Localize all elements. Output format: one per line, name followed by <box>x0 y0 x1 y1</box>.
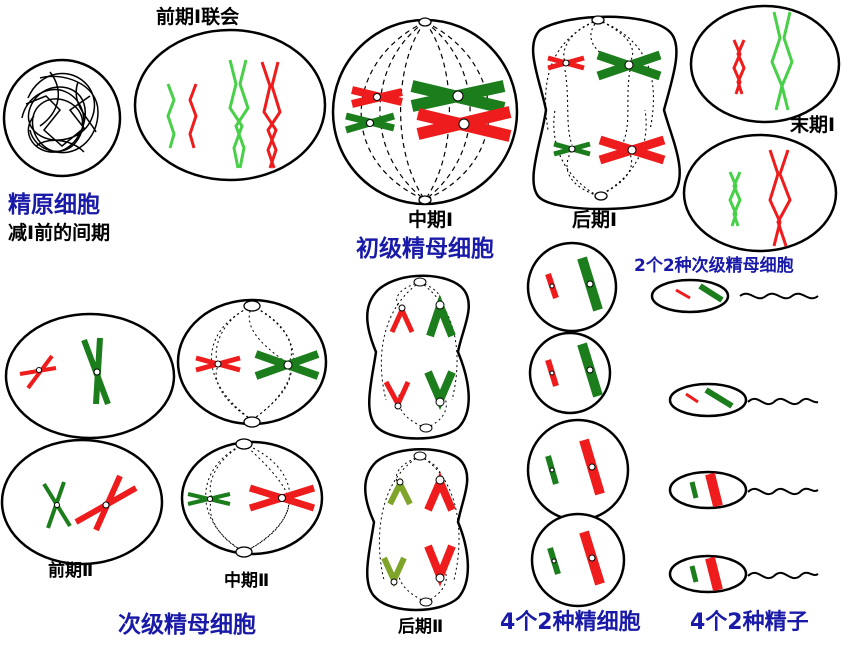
homolog-pair-long-green <box>228 59 244 169</box>
sperm-4 <box>668 554 819 594</box>
label-interphase-before-meiosis1: 减Ⅰ前的间期 <box>8 222 111 244</box>
label-secondary-spermatocytes-count: 2个2种次级精母细胞 <box>634 256 794 276</box>
homolog-pair-long-red <box>260 61 278 169</box>
anaphase2-cell-top <box>366 274 470 440</box>
spermatid-cell-3 <box>526 418 630 522</box>
prophase2-cell-bottom <box>0 438 164 566</box>
label-primary-spermatocyte: 初级精母细胞 <box>356 236 494 262</box>
label-spermatogonium: 精原细胞 <box>8 192 100 218</box>
prophase2-cell-top <box>4 312 176 440</box>
sperm-3 <box>668 470 819 510</box>
spermatid-cell-1 <box>526 241 618 333</box>
metaphase1-cell <box>331 17 519 206</box>
label-prophase2: 前期Ⅱ <box>48 561 94 581</box>
label-anaphase1: 后期Ⅰ <box>572 209 618 231</box>
label-anaphase2: 后期Ⅱ <box>398 617 444 637</box>
sperm-1 <box>650 278 819 314</box>
sperm-2 <box>668 382 819 418</box>
chromatin-tangle <box>21 71 99 154</box>
label-prophase1-synapsis: 前期Ⅰ联会 <box>156 6 240 28</box>
telophase1-cell-bottom <box>682 133 838 253</box>
metaphase2-cell-bottom <box>180 438 324 558</box>
homolog-pair-short-green <box>166 83 176 149</box>
anaphase1-cell <box>531 15 681 211</box>
anaphase2-cell-bottom <box>364 448 470 612</box>
label-spermatids-count: 4个2种精细胞 <box>500 610 641 635</box>
label-sperms-count: 4个2种精子 <box>690 610 809 635</box>
label-metaphase1: 中期Ⅰ <box>408 209 454 231</box>
prophase1-cell <box>133 28 327 182</box>
homolog-pair-short-red <box>188 83 198 149</box>
label-secondary-spermatocyte: 次级精母细胞 <box>118 612 256 638</box>
telophase1-cell-top <box>689 4 841 124</box>
spermatid-cell-2 <box>528 331 612 415</box>
label-telophase1: 末期Ⅰ <box>790 114 836 136</box>
spindle-fibers <box>360 21 490 201</box>
spermatid-cell-4 <box>530 512 626 608</box>
label-metaphase2: 中期Ⅱ <box>224 571 270 591</box>
spermatogonium-cell <box>2 58 122 178</box>
metaphase2-cell-top <box>176 298 328 428</box>
